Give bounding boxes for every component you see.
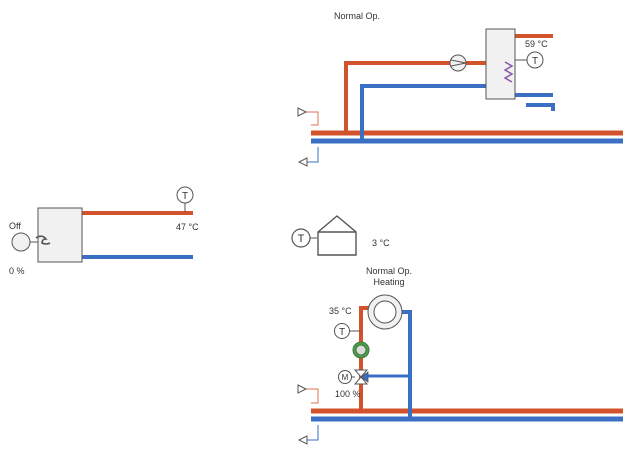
dhw-charging-return-pipe [360, 84, 486, 139]
heating-circuit-supply-pipe [359, 306, 370, 409]
dhw-charging-supply-pipe [344, 61, 486, 131]
heating-circuit-pump-icon[interactable] [352, 341, 370, 359]
boiler-burner-icon[interactable] [11, 232, 51, 252]
sensor-letter: T [532, 56, 538, 67]
dhw-status-label: Normal Op. [333, 11, 381, 21]
mixing-valve-position-value: 100 % [335, 389, 361, 399]
heating-radiator-icon[interactable] [367, 294, 403, 330]
boiler[interactable] [37, 207, 83, 263]
dhw-storage-tank[interactable] [485, 28, 516, 100]
dhw-tank-temperature-value: 59 °C [525, 39, 548, 49]
lower-header-supply-arrow-icon [297, 384, 319, 404]
building-icon [317, 215, 357, 256]
sensor-letter: T [182, 191, 188, 202]
dhw-circulation-pipe [526, 103, 555, 111]
dhw-heating-coil-icon [503, 61, 514, 83]
mixing-valve-icon[interactable] [353, 369, 369, 385]
boiler-supply-temperature-sensor-icon[interactable]: T [176, 186, 194, 212]
outdoor-temperature-sensor-icon[interactable]: T [291, 228, 317, 248]
sensor-letter: T [339, 327, 345, 338]
heating-circuit-mode-label: Heating [373, 277, 405, 287]
dhw-tank-temperature-sensor-icon[interactable]: T [515, 51, 544, 69]
outdoor-temperature-value: 3 °C [372, 238, 390, 248]
sensor-letter: T [298, 233, 305, 245]
heating-flow-temperature-value: 35 °C [329, 306, 352, 316]
lower-header-return-arrow-icon [297, 425, 319, 445]
boiler-state-label: Off [9, 221, 21, 231]
boiler-modulation-value: 0 % [9, 266, 25, 276]
heating-flow-temperature-sensor-icon[interactable]: T [334, 323, 362, 339]
dhw-charging-pump-icon[interactable] [449, 54, 467, 72]
mixing-valve-motor-icon[interactable]: M [338, 370, 356, 384]
heating-circuit-status-label: Normal Op. [365, 266, 413, 276]
header-supply-arrow-icon [297, 107, 319, 126]
boiler-supply-temperature-value: 47 °C [176, 222, 199, 232]
header-return-arrow-icon [297, 147, 319, 167]
heating-circuit-return-pipe [402, 310, 412, 417]
motor-letter: M [342, 373, 349, 382]
